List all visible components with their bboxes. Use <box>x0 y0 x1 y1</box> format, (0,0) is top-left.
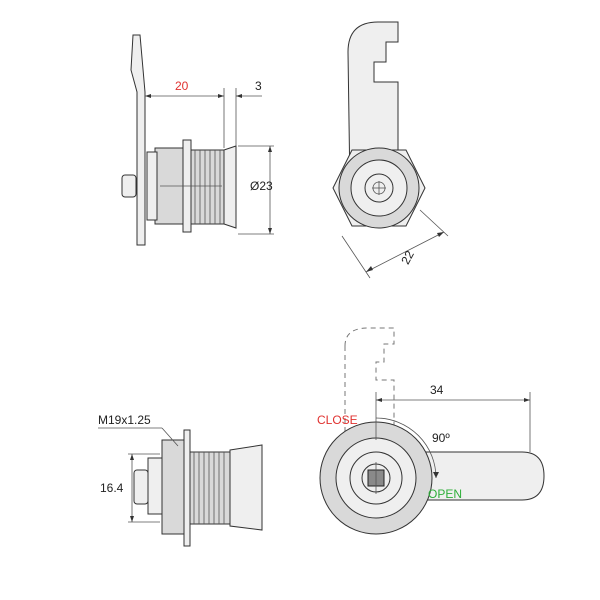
dimension-34-label: 34 <box>430 383 444 397</box>
side-view-top <box>121 34 274 246</box>
dimension-23-label: Ø23 <box>250 179 273 193</box>
rotation-angle-label: 90º <box>432 431 450 445</box>
thread-spec-label: M19x1.25 <box>98 413 151 427</box>
open-position-label: OPEN <box>428 487 462 501</box>
thread-lines-bottom <box>193 452 225 524</box>
close-position-label: CLOSE <box>317 413 358 427</box>
front-view-top <box>332 21 449 279</box>
front-view-bottom <box>319 327 545 535</box>
dimension-16-4-label: 16.4 <box>100 481 124 495</box>
dimension-22-label: 22 <box>398 248 417 267</box>
side-view-bottom <box>98 427 263 547</box>
dimension-3-label: 3 <box>255 79 262 93</box>
dimension-20-label: 20 <box>175 79 189 93</box>
thread-lines-top <box>194 150 221 224</box>
